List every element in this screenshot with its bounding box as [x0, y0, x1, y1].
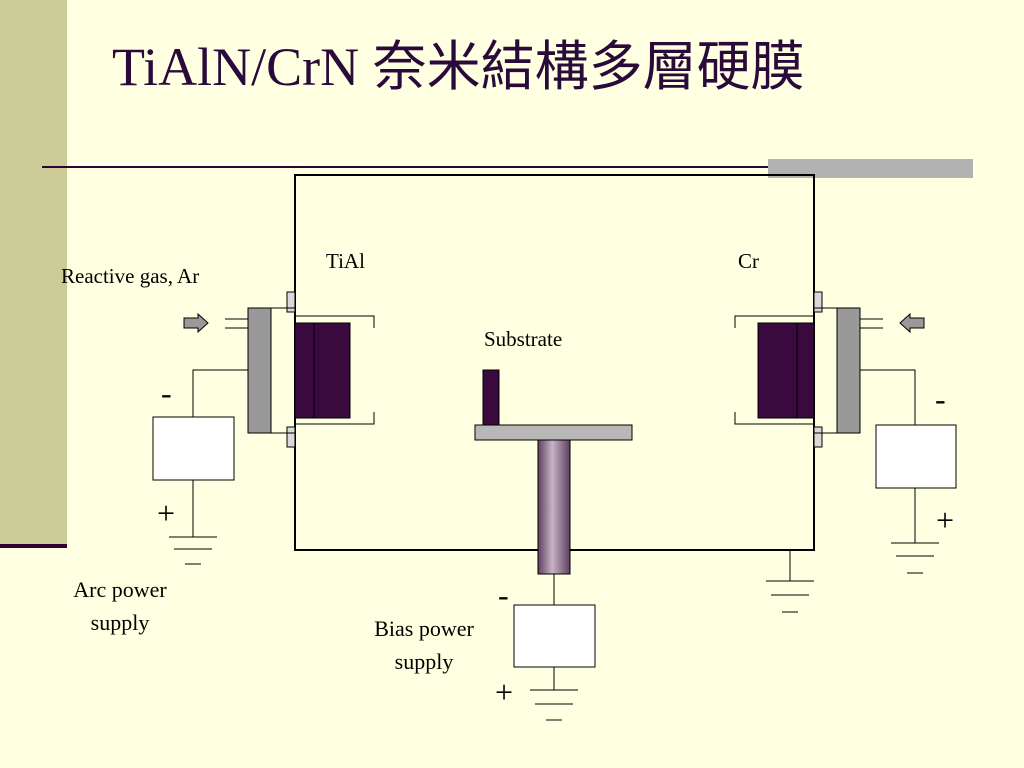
bias-plus-sign: +: [495, 674, 513, 710]
label-target-cr: Cr: [738, 249, 759, 273]
gas-inlet-arrow-icon: [899, 312, 925, 334]
label-bias-supply-line2: supply: [395, 649, 454, 674]
right-electrode-plate: [836, 307, 861, 434]
substrate-sample: [482, 369, 500, 426]
right-minus-sign: -: [935, 381, 946, 417]
left-arc-source: [183, 291, 375, 448]
right-plus-sign: +: [936, 502, 954, 538]
right-insulator-bottom: [813, 426, 823, 448]
bias-rod: [537, 439, 571, 575]
sidebar-bar: [0, 0, 67, 547]
right-target-cr: [757, 322, 815, 419]
left-arc-power-supply: [152, 369, 248, 565]
ground-icon: [891, 542, 939, 574]
slide-title: TiAlN/CrN 奈米結構多層硬膜: [112, 37, 805, 97]
right-arc-source: [734, 291, 925, 448]
ground-icon: [530, 689, 578, 721]
left-insulator-top: [286, 291, 296, 313]
label-substrate: Substrate: [484, 327, 562, 351]
ground-icon: [766, 580, 814, 613]
label-bias-supply-line1: Bias power: [374, 616, 474, 641]
label-target-tial: TiAl: [326, 249, 365, 273]
substrate-holder: [474, 369, 633, 575]
left-electrode-plate: [247, 307, 272, 434]
label-arc-supply-line1: Arc power: [73, 577, 167, 602]
right-shield: [734, 315, 814, 328]
left-insulator-bottom: [286, 426, 296, 448]
left-supply-box: [152, 416, 235, 481]
gas-inlet-arrow-icon: [183, 312, 209, 334]
chamber-ground: [766, 550, 814, 613]
left-plus-sign: +: [157, 495, 175, 531]
right-supply-box: [875, 424, 957, 489]
bias-supply-box: [513, 604, 596, 668]
right-insulator-top: [813, 291, 823, 313]
right-arc-power-supply: [860, 369, 957, 574]
ground-icon: [169, 536, 217, 565]
bias-power-supply: [513, 574, 596, 721]
bias-minus-sign: -: [498, 577, 509, 613]
left-target-tial: [294, 322, 351, 419]
title-rule-accent: [768, 159, 973, 178]
label-reactive-gas: Reactive gas, Ar: [61, 264, 199, 288]
label-arc-supply-line2: supply: [91, 610, 150, 635]
sidebar-accent: [0, 544, 67, 548]
left-shield: [295, 315, 375, 328]
substrate-table: [474, 424, 633, 441]
left-minus-sign: -: [161, 375, 172, 411]
title-rule: [42, 166, 810, 168]
